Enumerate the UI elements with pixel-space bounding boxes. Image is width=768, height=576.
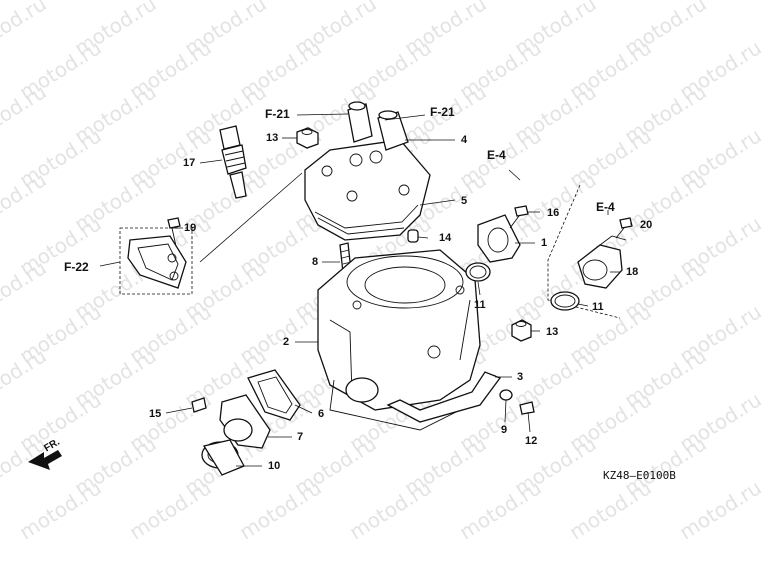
callout-3: 3 bbox=[517, 371, 524, 383]
callout-12: 12 bbox=[525, 435, 538, 447]
front-arrow bbox=[28, 450, 62, 470]
ref-f21-left: F-21 bbox=[265, 107, 290, 121]
callout-15: 15 bbox=[149, 408, 162, 420]
callout-14: 14 bbox=[439, 232, 452, 244]
callout-20: 20 bbox=[640, 219, 653, 231]
diagram-code: KZ48—E0100B bbox=[603, 469, 676, 482]
ref-e4-left: E-4 bbox=[487, 148, 506, 162]
callout-1: 1 bbox=[541, 237, 548, 249]
leader-lines bbox=[99, 113, 632, 467]
ref-f22: F-22 bbox=[64, 260, 89, 274]
callout-7: 7 bbox=[297, 431, 304, 443]
bolt-12 bbox=[519, 401, 535, 415]
reed-plate-6 bbox=[247, 369, 301, 421]
bolt-15 bbox=[191, 397, 207, 413]
callout-11-right: 11 bbox=[592, 301, 604, 313]
callout-9: 9 bbox=[501, 424, 508, 436]
callout-17: 17 bbox=[183, 157, 196, 169]
callout-18: 18 bbox=[626, 266, 639, 278]
base-gasket bbox=[386, 371, 502, 423]
bolt-16 bbox=[509, 205, 529, 229]
callout-13-top: 13 bbox=[266, 132, 279, 144]
callout-4: 4 bbox=[461, 134, 468, 146]
head-fitting-left bbox=[347, 101, 373, 143]
nut-13-right bbox=[511, 319, 532, 342]
cylinder-block bbox=[317, 249, 496, 431]
callout-2: 2 bbox=[283, 336, 290, 348]
cylinder-head bbox=[304, 139, 431, 241]
ref-e4-right: E-4 bbox=[596, 200, 615, 214]
ref-f21-right: F-21 bbox=[430, 105, 455, 119]
callout-16: 16 bbox=[547, 207, 560, 219]
intake-manifold-7 bbox=[219, 394, 271, 449]
bolt-20 bbox=[615, 217, 633, 239]
intake-boot-10 bbox=[201, 439, 245, 476]
callout-6: 6 bbox=[318, 408, 325, 420]
bracket-f22 bbox=[119, 227, 193, 295]
o-ring-11-right bbox=[550, 291, 580, 311]
callout-8: 8 bbox=[312, 256, 319, 268]
o-ring-11-left bbox=[465, 262, 491, 282]
callout-10: 10 bbox=[268, 460, 281, 472]
water-joint bbox=[477, 214, 521, 263]
callout-13-right: 13 bbox=[546, 326, 559, 338]
nut-13-top bbox=[296, 127, 319, 149]
callout-19: 19 bbox=[184, 222, 197, 234]
callout-11-left: 11 bbox=[474, 299, 486, 311]
spark-plug bbox=[219, 125, 247, 199]
bolt-19 bbox=[167, 217, 181, 247]
water-joint-detail bbox=[547, 184, 627, 319]
head-fitting-right bbox=[377, 110, 409, 151]
dowel-pin-14 bbox=[407, 229, 419, 243]
washer-9 bbox=[499, 389, 513, 401]
callout-5: 5 bbox=[461, 195, 468, 207]
